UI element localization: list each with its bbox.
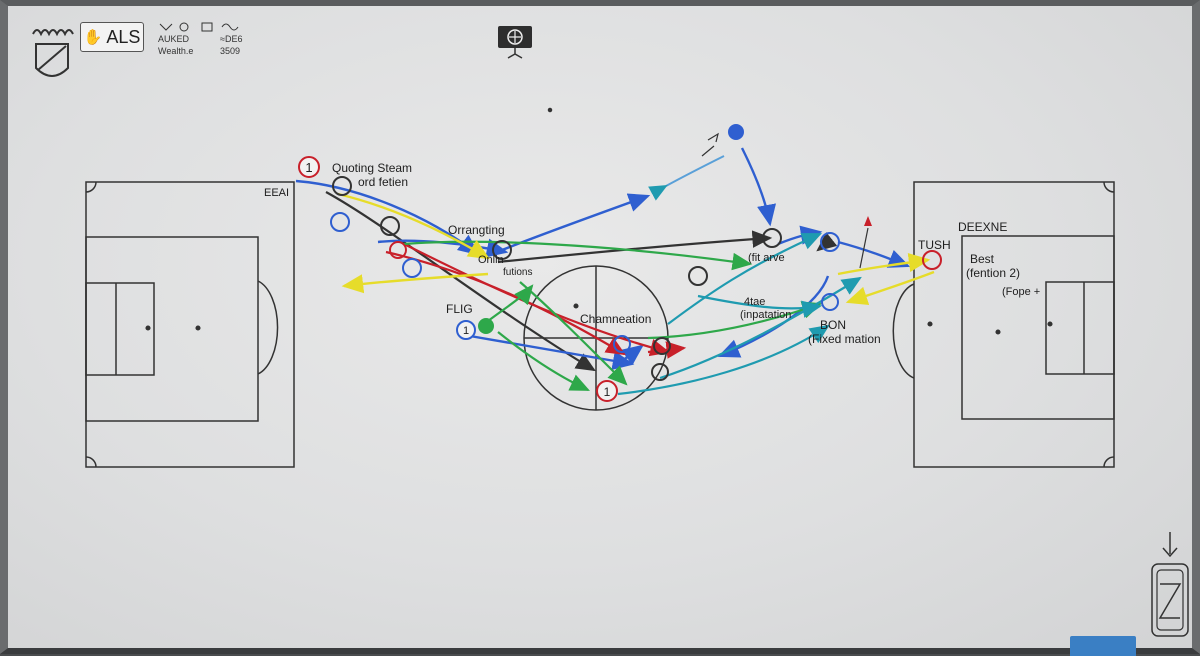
player-marker-1[interactable]: 1 [296, 154, 322, 180]
note-chamneation: Chamneation [580, 312, 652, 326]
tactics-diagram [85, 107, 1115, 468]
note-flig: FLIG [446, 302, 473, 316]
note-orrangting: Orrangting [448, 223, 505, 237]
legend-line-1: AUKED [158, 34, 190, 44]
note-onlin: Onlin [478, 254, 504, 266]
svg-text:1: 1 [305, 160, 312, 175]
player-marker-2[interactable]: 1 [454, 318, 478, 342]
svg-text:1: 1 [463, 325, 469, 337]
legend-symbols-icon [159, 22, 239, 32]
note-fention-2: (fention 2) [966, 266, 1021, 280]
marker-tray[interactable] [1070, 636, 1136, 656]
centre-circle [523, 107, 669, 411]
club-crest-icon [32, 29, 74, 77]
hand-icon: ✋ [83, 29, 103, 46]
projector-stand-icon [507, 48, 523, 59]
red-marker-icon [864, 216, 872, 226]
note-ord-fetien: ord fetien [358, 175, 409, 189]
legend-line-4: 3509 [220, 46, 241, 56]
player-marker-3[interactable]: 1 [594, 378, 620, 404]
als-badge: ✋ ALS [80, 22, 144, 52]
note-fixed-mation: (Fixed mation [808, 332, 881, 346]
note-futions: futions [503, 267, 533, 278]
legend-line-3: ≈DE6 [220, 34, 243, 44]
note-inpatation: (inpatation [740, 309, 792, 321]
als-badge-label: ALS [106, 26, 141, 47]
note-fope: (Fope + [1002, 286, 1041, 298]
yellow-arrows [337, 192, 935, 306]
right-goal-area [892, 181, 1115, 468]
player-markers [330, 124, 942, 381]
note-atoe: 4tae [744, 296, 766, 308]
note-deexne: DEEXNE [958, 220, 1008, 234]
light-blue-arrow [648, 155, 725, 201]
corner-sign-icon [1151, 532, 1189, 637]
legend-line-2: Wealth.e [158, 46, 194, 56]
teal-arrows [617, 232, 862, 396]
annotation-scribble [701, 132, 719, 157]
svg-text:1: 1 [604, 385, 611, 399]
note-tush: TUSH [918, 238, 951, 252]
left-goal-area [85, 181, 295, 468]
note-best: Best [970, 252, 995, 266]
projector-icon[interactable] [498, 26, 532, 48]
note-fit-arve: (fit arve [748, 252, 785, 264]
note-bon: BON [820, 318, 847, 332]
note-eeai: EEAI [264, 187, 290, 199]
green-ball-icon [478, 318, 494, 334]
mini-legend: AUKED ≈DE6 Wealth.e 3509 [158, 20, 248, 60]
note-quoting-steam: Quoting Steam [332, 161, 413, 175]
